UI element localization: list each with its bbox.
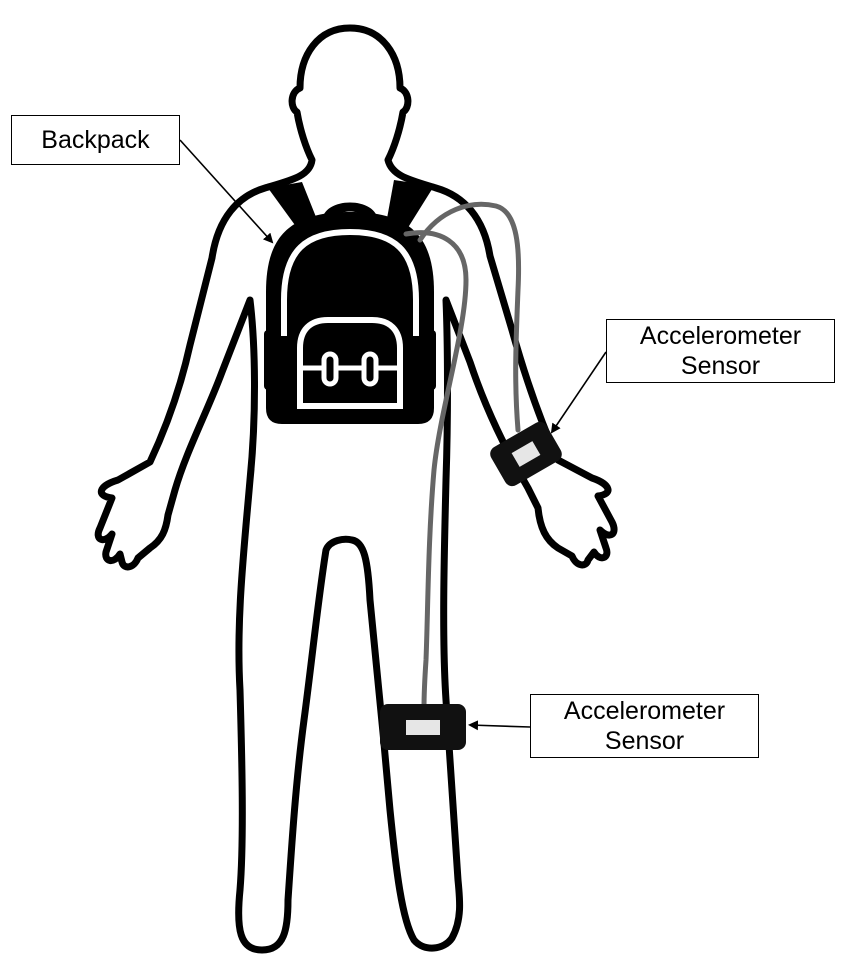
human-body-outline [94,24,618,954]
backpack-label-text: Backpack [41,126,150,154]
leg-sensor-callout-arrow [468,720,531,731]
accelerometer-sensor-icon [380,704,466,750]
backpack-handle [322,202,378,222]
wrist-sensor-label: Accelerometer Sensor [606,319,835,383]
leg-sensor-label-line1: Accelerometer [563,697,726,725]
backpack-callout-arrow [179,139,274,244]
backpack-outline-trim [281,228,419,336]
wrist-sensor-label-line2: Sensor [680,352,761,380]
backpack-clasp-right [361,351,379,387]
backpack-icon [264,202,436,424]
backpack-label: Backpack [11,115,180,165]
leg-sensor-window [406,720,440,735]
wrist-sensor-cable [417,201,522,433]
leg-sensor-label-line2: Sensor [604,727,685,755]
backpack-clasp-left [321,351,339,387]
leg-sensor-label: Accelerometer Sensor [530,694,759,758]
wrist-sensor-label-line1: Accelerometer [639,322,802,350]
wrist-sensor-window [511,441,541,467]
accelerometer-sensor-icon [490,421,562,487]
backpack-front-pocket [297,317,403,409]
leg-sensor-cable [403,230,469,711]
wrist-sensor-callout-arrow [550,351,607,434]
